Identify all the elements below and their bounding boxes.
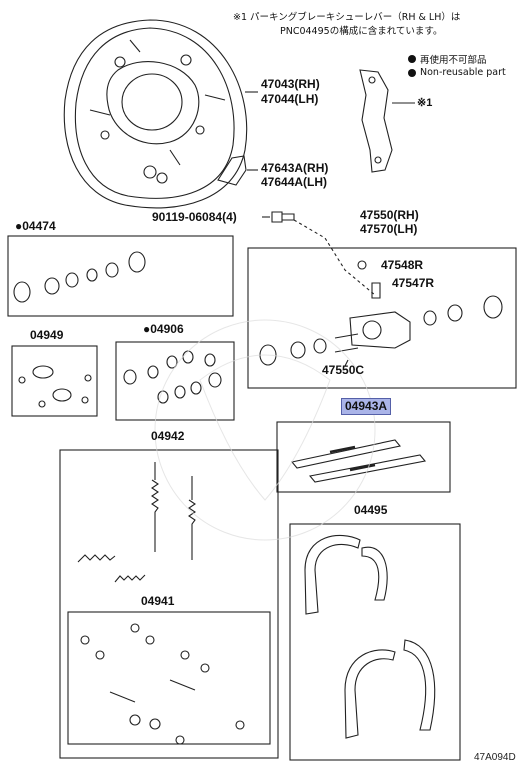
part-47644a-label[interactable]: 47644A(LH) bbox=[261, 175, 328, 189]
brake-shoes-drawing bbox=[304, 534, 436, 739]
note-line-2: PNC04495の構成に含まれています。 bbox=[280, 26, 443, 37]
legend-reuse-jp-text: 再使用不可部品 bbox=[420, 55, 487, 66]
ref-1-label: ※1 bbox=[417, 97, 433, 109]
part-04474-label[interactable]: ●04474 bbox=[15, 219, 56, 233]
springs-drawing bbox=[77, 462, 196, 583]
backing-plate-drawing bbox=[63, 19, 258, 209]
part-47548r-label[interactable]: 47548R bbox=[381, 258, 424, 272]
diagram-code: 47A094D bbox=[474, 752, 516, 763]
part-04906-label[interactable]: ●04906 bbox=[143, 322, 184, 336]
part-47547r-label[interactable]: 47547R bbox=[392, 276, 435, 290]
part-04495-label[interactable]: 04495 bbox=[354, 503, 388, 517]
part-04942-label[interactable]: 04942 bbox=[151, 429, 185, 443]
note-line-1: ※1 パーキングブレーキシューレバー（RH & LH）は bbox=[233, 12, 461, 23]
part-47043-label[interactable]: 47043(RH) bbox=[261, 77, 320, 91]
part-47570-label[interactable]: 47570(LH) bbox=[360, 222, 418, 236]
watermark-drawing bbox=[154, 319, 376, 541]
part-04941-label[interactable]: 04941 bbox=[141, 594, 175, 608]
parking-lever-drawing bbox=[359, 69, 415, 173]
part-47643a-label[interactable]: 47643A(RH) bbox=[261, 161, 329, 175]
part-47550c-label[interactable]: 47550C bbox=[322, 363, 365, 377]
hold-down-drawing bbox=[80, 623, 245, 745]
legend-nonreuse-en: Non-reusable part bbox=[408, 67, 506, 78]
part-47550-label[interactable]: 47550(RH) bbox=[360, 208, 419, 222]
part-04949-label[interactable]: 04949 bbox=[30, 328, 64, 342]
bullet-icon bbox=[408, 55, 416, 63]
wheel-cylinder-drawing bbox=[259, 260, 503, 367]
legend-reuse-jp: 再使用不可部品 bbox=[408, 52, 487, 66]
part-04943a-label[interactable]: 04943A bbox=[341, 398, 392, 415]
bolt-drawing bbox=[262, 211, 376, 296]
legend-nonreuse-en-text: Non-reusable part bbox=[420, 67, 506, 78]
part-90119-label[interactable]: 90119-06084(4) bbox=[152, 210, 237, 224]
bullet-icon bbox=[408, 68, 416, 77]
strut-drawing bbox=[217, 155, 258, 186]
adjuster-drawing bbox=[290, 439, 427, 483]
part-47044-label[interactable]: 47044(LH) bbox=[261, 92, 319, 106]
